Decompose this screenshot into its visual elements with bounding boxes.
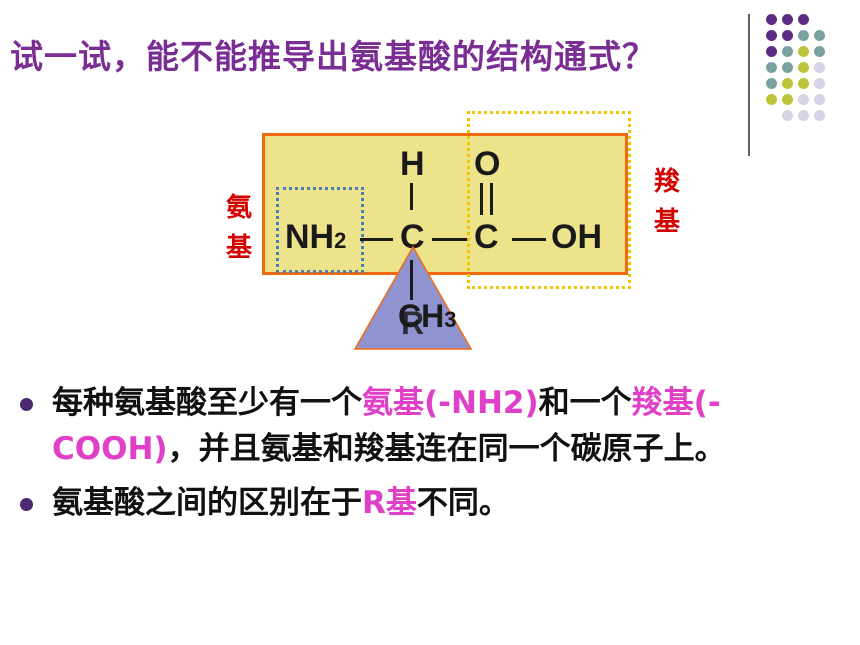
bond-c-h [410,183,413,210]
bullet-1-highlight-amino: 氨基(-NH2) [362,385,539,421]
carboxyl-label-char-2: 基 [653,207,680,237]
r-group-triangle [353,245,473,350]
decor-dot [766,78,777,89]
page-title: 试一试，能不能推导出氨基酸的结构通式？ [10,37,656,76]
decor-dot [798,94,809,105]
methyl-subscript: 3 [444,307,457,332]
decor-dot [782,78,793,89]
amino-label-char-1: 氨 [225,193,252,223]
bond-c-r [410,260,413,300]
decor-dot [814,110,825,121]
decor-dot [782,46,793,57]
hydrogen-atom: H [400,145,425,183]
decor-dot [798,78,809,89]
decor-dot [798,30,809,41]
decor-dot [782,30,793,41]
decor-dot [766,94,777,105]
decor-dot [766,62,777,73]
decor-dot [814,78,825,89]
decor-dot [798,14,809,25]
bullet-1-text-a: 每种氨基酸至少有一个 [52,385,362,421]
decor-dot [782,62,793,73]
bullet-1-text-c: ，并且氨基和羧基连在同一个碳原子上。 [167,431,726,467]
oxygen-atom: O [474,145,501,183]
decor-dot [766,14,777,25]
decor-divider [748,14,750,156]
decor-dot [798,110,809,121]
molecule-box [262,133,628,275]
amino-subscript: 2 [334,228,347,253]
amino-label: 氨 基 [222,188,256,268]
bond-n-c [360,238,393,241]
carboxyl-carbon: C [474,218,499,256]
bullet-2-text-a: 氨基酸之间的区别在于 [52,485,362,521]
decor-dot [766,30,777,41]
bond-co-double-2 [490,183,493,215]
decor-dot [814,30,825,41]
decor-dot [782,14,793,25]
bullet-item-2: 氨基酸之间的区别在于R基不同。 [20,480,850,526]
decor-dot [782,110,793,121]
carboxyl-label: 羧 基 [650,162,684,242]
bullet-1-highlight-carboxyl: 羧基(-COOH) [52,385,721,467]
bond-co-double-1 [480,183,483,215]
amino-group: NH2 [285,220,346,254]
decor-dot [782,94,793,105]
decor-dot [766,46,777,57]
carboxyl-label-char-1: 羧 [653,167,680,197]
methyl-group: CH3 [398,300,456,332]
bullet-1-text-b: 和一个 [538,385,632,421]
decor-dot [814,62,825,73]
bullet-dot-icon [20,498,33,511]
amino-nh: NH [285,218,335,256]
decor-dot [814,46,825,57]
methyl-ch: CH [398,298,445,334]
decor-dot [814,94,825,105]
bullet-list: 每种氨基酸至少有一个氨基(-NH2)和一个羧基(-COOH)，并且氨基和羧基连在… [20,380,850,534]
r-group-label: R [401,305,425,341]
amino-highlight-box [276,187,364,273]
amino-label-char-2: 基 [225,233,252,263]
bullet-dot-icon [20,398,33,411]
bond-c-oh [512,238,546,241]
decor-dot [798,46,809,57]
carboxyl-highlight-box [467,111,631,289]
hydroxyl-group: OH [551,218,602,256]
bullet-item-1: 每种氨基酸至少有一个氨基(-NH2)和一个羧基(-COOH)，并且氨基和羧基连在… [20,380,850,472]
bond-c-c [432,238,467,241]
bullet-2-text-b: 不同。 [416,485,510,521]
bullet-2-highlight-r: R基 [362,485,417,521]
decor-dot [798,62,809,73]
